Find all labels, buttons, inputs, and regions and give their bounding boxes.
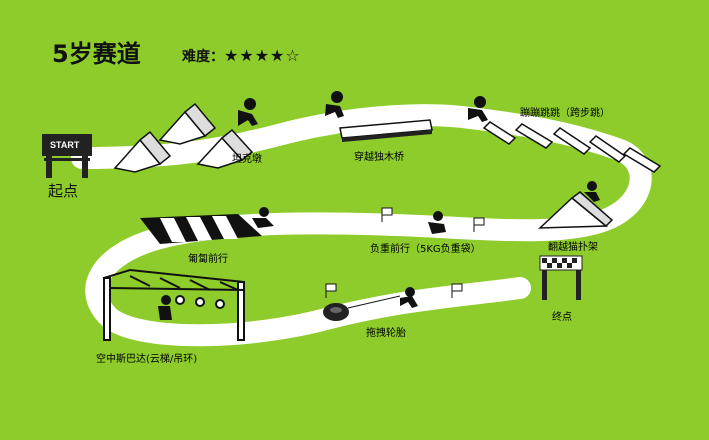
station-log-bridge: 穿越独木桥 bbox=[354, 152, 404, 163]
station-hopping: 蹦蹦跳跳（跨步跳） bbox=[520, 108, 610, 119]
start-label: 起点 bbox=[48, 182, 79, 200]
cat-climb-frame bbox=[538, 191, 614, 229]
station-tire-drag: 拖拽轮胎 bbox=[366, 328, 406, 339]
station-cat-climb: 翻越猫扑架 bbox=[548, 242, 598, 253]
flags bbox=[325, 207, 485, 298]
start-sign-text: START bbox=[50, 140, 80, 150]
station-crawl: 匍匐前行 bbox=[188, 254, 228, 265]
start-sign bbox=[42, 134, 92, 178]
difficulty-label: 难度： bbox=[182, 49, 224, 65]
tire bbox=[323, 295, 401, 321]
station-monkey-bars: 空中斯巴达(云梯/吊环) bbox=[96, 354, 198, 365]
station-tank: 坦克墩 bbox=[232, 154, 262, 165]
difficulty-stars: ★★★★☆ bbox=[224, 46, 301, 65]
finish-gate bbox=[539, 255, 583, 300]
log-bridge bbox=[339, 119, 433, 142]
monkey-bars-frame bbox=[103, 269, 245, 341]
crawl-net bbox=[140, 214, 262, 244]
hopping-bars bbox=[482, 121, 662, 173]
station-finish: 终点 bbox=[552, 312, 572, 323]
track-path bbox=[71, 104, 652, 347]
station-weighted-run: 负重前行（5KG负重袋） bbox=[370, 244, 481, 255]
page-title: 5岁赛道 bbox=[52, 40, 141, 68]
kid-figures bbox=[158, 91, 600, 320]
tank-obstacles bbox=[113, 102, 254, 173]
difficulty: 难度：★★★★☆ bbox=[182, 46, 301, 66]
